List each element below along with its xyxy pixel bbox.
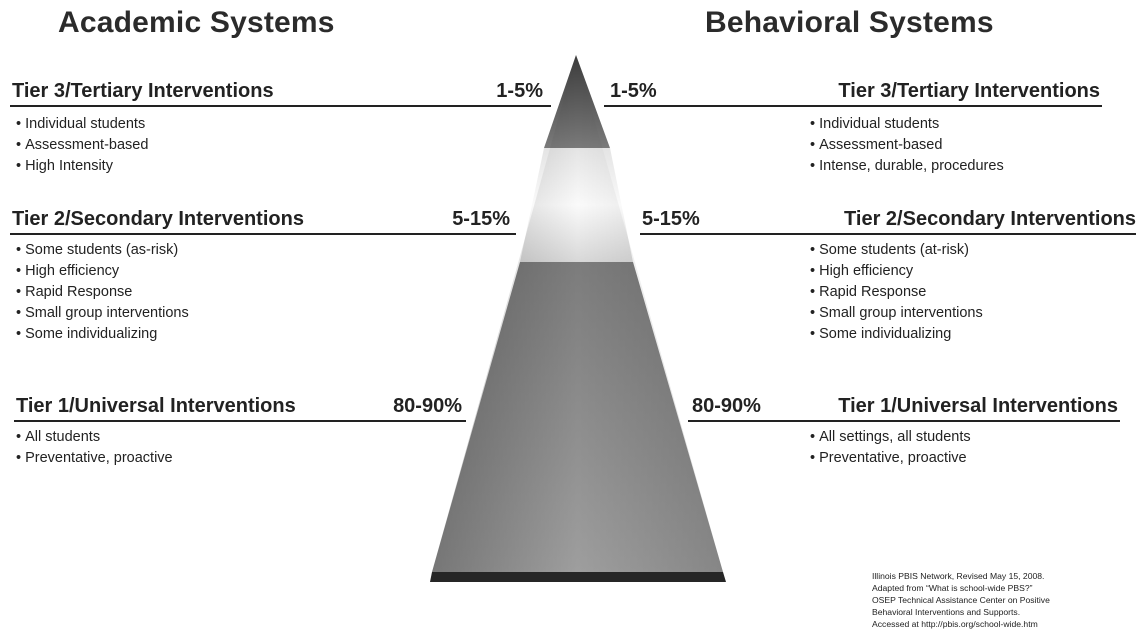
academic-tier3-bullets: Individual students Assessment-based Hig… — [16, 114, 148, 177]
academic-tier2-bullets: Some students (as-risk) High efficiency … — [16, 240, 189, 345]
behavioral-tier3-name: Tier 3/Tertiary Interventions — [838, 80, 1100, 102]
citation-line: Accessed at http://pbis.org/school-wide.… — [872, 619, 1038, 629]
list-item: Preventative, proactive — [810, 448, 971, 469]
academic-tier2-header: Tier 2/Secondary Interventions 5-15% — [10, 205, 516, 235]
academic-tier3-name: Tier 3/Tertiary Interventions — [12, 80, 274, 102]
list-item: High efficiency — [16, 261, 189, 282]
citation-line: OSEP Technical Assistance Center on Posi… — [872, 595, 1050, 605]
list-item: Some individualizing — [16, 324, 189, 345]
list-item: Some individualizing — [810, 324, 983, 345]
behavioral-tier3-percent: 1-5% — [610, 80, 657, 102]
behavioral-tier2-bullets: Some students (at-risk) High efficiency … — [810, 240, 983, 345]
academic-tier2-name: Tier 2/Secondary Interventions — [12, 208, 304, 230]
behavioral-tier1-bullets: All settings, all students Preventative,… — [810, 427, 971, 469]
list-item: All settings, all students — [810, 427, 971, 448]
citation-text: Illinois PBIS Network, Revised May 15, 2… — [872, 570, 1137, 630]
academic-tier1-bullets: All students Preventative, proactive — [16, 427, 173, 469]
behavioral-tier2-name: Tier 2/Secondary Interventions — [844, 208, 1136, 230]
list-item: High Intensity — [16, 156, 148, 177]
behavioral-tier1-header: 80-90% Tier 1/Universal Interventions — [688, 392, 1120, 422]
list-item: Individual students — [16, 114, 148, 135]
behavioral-tier2-header: 5-15% Tier 2/Secondary Interventions — [640, 205, 1136, 235]
list-item: All students — [16, 427, 173, 448]
citation-line: Adapted from “What is school-wide PBS?” — [872, 583, 1033, 593]
behavioral-tier2-percent: 5-15% — [642, 208, 700, 230]
list-item: Individual students — [810, 114, 1004, 135]
citation-line: Illinois PBIS Network, Revised May 15, 2… — [872, 571, 1045, 581]
behavioral-tier1-percent: 80-90% — [692, 395, 761, 417]
list-item: Rapid Response — [16, 282, 189, 303]
list-item: Preventative, proactive — [16, 448, 173, 469]
list-item: Intense, durable, procedures — [810, 156, 1004, 177]
list-item: High efficiency — [810, 261, 983, 282]
academic-tier1-header: Tier 1/Universal Interventions 80-90% — [14, 392, 466, 422]
pyramid-base — [430, 572, 726, 582]
academic-tier3-header: Tier 3/Tertiary Interventions 1-5% — [10, 77, 551, 107]
list-item: Some students (at-risk) — [810, 240, 983, 261]
academic-tier1-percent: 80-90% — [393, 395, 462, 417]
academic-tier3-percent: 1-5% — [496, 80, 543, 102]
list-item: Small group interventions — [810, 303, 983, 324]
citation-line: Behavioral Interventions and Supports. — [872, 607, 1021, 617]
behavioral-systems-title: Behavioral Systems — [705, 6, 994, 39]
academic-systems-title: Academic Systems — [58, 6, 335, 39]
behavioral-tier3-header: 1-5% Tier 3/Tertiary Interventions — [604, 77, 1102, 107]
academic-tier2-percent: 5-15% — [452, 208, 510, 230]
behavioral-tier3-bullets: Individual students Assessment-based Int… — [810, 114, 1004, 177]
list-item: Assessment-based — [16, 135, 148, 156]
list-item: Assessment-based — [810, 135, 1004, 156]
list-item: Rapid Response — [810, 282, 983, 303]
list-item: Small group interventions — [16, 303, 189, 324]
academic-tier1-name: Tier 1/Universal Interventions — [16, 395, 296, 417]
behavioral-tier1-name: Tier 1/Universal Interventions — [838, 395, 1118, 417]
list-item: Some students (as-risk) — [16, 240, 189, 261]
